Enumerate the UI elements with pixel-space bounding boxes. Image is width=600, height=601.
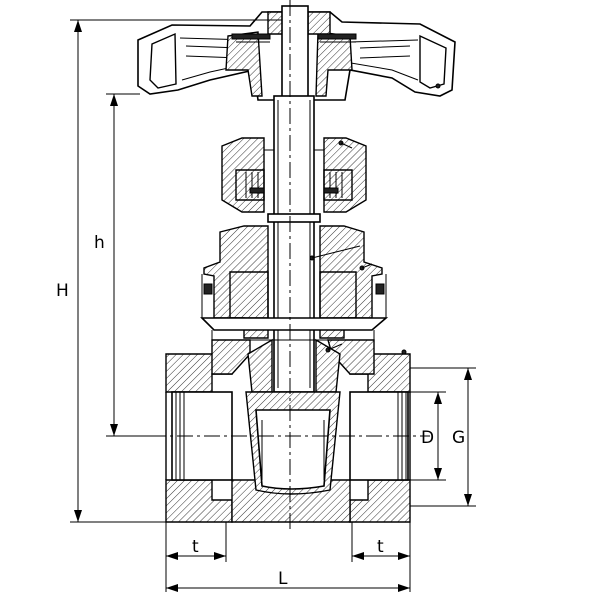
label-L: L [278, 569, 288, 589]
valve-stem [267, 95, 321, 393]
dimension-L: L [166, 569, 410, 592]
packing-nut [221, 137, 367, 213]
label-D: D [421, 428, 434, 448]
label-G: G [452, 428, 465, 448]
label-t-right: t [377, 537, 384, 557]
dimension-t-right: t [351, 522, 411, 592]
label-h: h [94, 233, 105, 253]
bonnet [200, 225, 389, 341]
dimension-t-left: t [165, 522, 227, 592]
dimension-D: D [350, 391, 446, 481]
handwheel [137, 5, 456, 101]
wedge-disc [245, 338, 343, 495]
dimension-h: h [94, 93, 150, 437]
label-H: H [56, 281, 69, 301]
label-t-left: t [192, 537, 199, 557]
dimension-G: G [410, 367, 476, 507]
dimension-H: H [56, 19, 282, 523]
